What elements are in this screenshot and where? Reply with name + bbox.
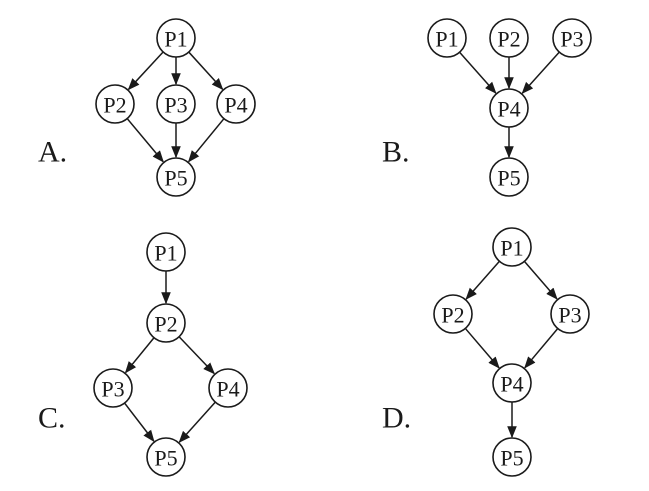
node-b-p5 bbox=[489, 157, 529, 197]
edge-d-p1-to-p2 bbox=[465, 260, 501, 300]
node-c-p5 bbox=[146, 437, 186, 477]
node-label-c-p1: P1 bbox=[154, 241, 177, 266]
node-label-d-p5: P5 bbox=[500, 446, 523, 471]
node-a-p2 bbox=[95, 84, 135, 124]
node-label-c-p4: P4 bbox=[216, 377, 239, 402]
node-a-p1 bbox=[156, 18, 196, 58]
option-label-d: D. bbox=[382, 402, 411, 435]
node-d-p1 bbox=[492, 227, 532, 267]
edge-a-p4-to-p5 bbox=[187, 118, 225, 163]
edge-d-p3-to-p4 bbox=[524, 328, 559, 369]
node-b-p4 bbox=[489, 88, 529, 128]
edge-d-p1-to-p3 bbox=[523, 260, 558, 300]
node-label-a-p3: P3 bbox=[164, 93, 187, 118]
node-label-a-p5: P5 bbox=[164, 166, 187, 191]
node-d-p3 bbox=[550, 294, 590, 334]
node-label-c-p5: P5 bbox=[154, 446, 177, 471]
edge-a-p2-to-p5 bbox=[126, 118, 164, 163]
node-label-a-p4: P4 bbox=[224, 93, 247, 118]
option-label-c: C. bbox=[38, 402, 66, 435]
option-label-b: B. bbox=[382, 136, 410, 169]
node-label-b-p5: P5 bbox=[497, 166, 520, 191]
node-c-p2 bbox=[146, 303, 186, 343]
node-c-p3 bbox=[93, 368, 133, 408]
node-label-d-p4: P4 bbox=[500, 372, 523, 397]
edge-c-p3-to-p5 bbox=[123, 402, 155, 443]
edge-b-p1-to-p4 bbox=[459, 51, 497, 94]
node-label-a-p1: P1 bbox=[164, 27, 187, 52]
node-label-c-p2: P2 bbox=[154, 312, 177, 337]
edge-a-p1-to-p4 bbox=[188, 51, 224, 91]
node-label-d-p2: P2 bbox=[441, 303, 464, 328]
edge-b-p3-to-p4 bbox=[521, 51, 560, 95]
node-b-p3 bbox=[552, 18, 592, 58]
node-c-p4 bbox=[208, 368, 248, 408]
node-b-p2 bbox=[489, 18, 529, 58]
edge-c-p2-to-p4 bbox=[178, 336, 216, 375]
node-label-d-p3: P3 bbox=[558, 303, 581, 328]
node-label-b-p4: P4 bbox=[497, 97, 520, 122]
edge-a-p1-to-p2 bbox=[127, 51, 164, 91]
node-label-d-p1: P1 bbox=[500, 236, 523, 261]
node-label-c-p3: P3 bbox=[101, 377, 124, 402]
edge-c-p4-to-p5 bbox=[178, 401, 216, 444]
node-d-p5 bbox=[492, 437, 532, 477]
node-label-b-p3: P3 bbox=[560, 27, 583, 52]
node-d-p4 bbox=[492, 363, 532, 403]
node-label-b-p1: P1 bbox=[435, 27, 458, 52]
edge-d-p2-to-p4 bbox=[464, 327, 500, 369]
node-a-p4 bbox=[216, 84, 256, 124]
node-c-p1 bbox=[146, 232, 186, 272]
option-label-a: A. bbox=[38, 136, 67, 169]
node-a-p3 bbox=[156, 84, 196, 124]
node-b-p1 bbox=[427, 18, 467, 58]
node-d-p2 bbox=[433, 294, 473, 334]
node-label-b-p2: P2 bbox=[497, 27, 520, 52]
node-a-p5 bbox=[156, 157, 196, 197]
node-label-a-p2: P2 bbox=[103, 93, 126, 118]
edge-c-p2-to-p3 bbox=[124, 337, 155, 374]
